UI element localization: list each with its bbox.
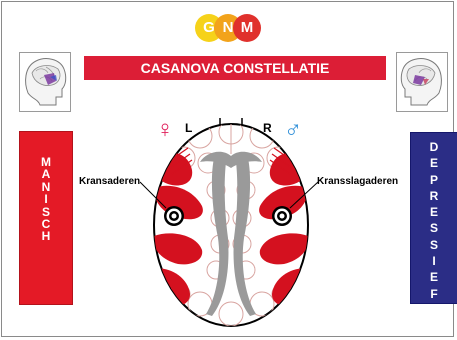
panel-letter: R xyxy=(429,188,439,203)
panel-letter: H xyxy=(41,229,51,244)
kransslagaderen-pointer xyxy=(289,181,319,209)
panel-letter: P xyxy=(429,172,438,187)
panel-letter: E xyxy=(429,156,438,171)
brain-image-right xyxy=(396,52,448,112)
right-side-label: R xyxy=(263,121,272,135)
panel-letter: N xyxy=(41,179,51,194)
brain-head-icon xyxy=(400,58,442,106)
kransaderen-pointer xyxy=(140,181,167,209)
panel-letter: I xyxy=(44,192,48,207)
male-symbol: ♂ xyxy=(284,116,302,143)
brain-head-icon xyxy=(25,58,67,106)
panel-letter: S xyxy=(41,204,50,219)
panel-letter: E xyxy=(429,270,438,285)
brain-image-left xyxy=(19,52,71,112)
right-target-icon xyxy=(272,206,292,226)
slide-title: CASANOVA CONSTELLATIE xyxy=(84,56,386,80)
panel-letter: F xyxy=(430,286,438,301)
panel-letter: E xyxy=(429,205,438,220)
kransslagaderen-label: Kransslagaderen xyxy=(317,176,399,187)
panel-letter: S xyxy=(429,221,438,236)
female-symbol: ♀ xyxy=(156,116,174,143)
panel-letter: S xyxy=(429,237,438,252)
panel-letter: A xyxy=(41,167,51,182)
panel-letter: I xyxy=(432,254,436,269)
panel-letter: C xyxy=(41,217,51,232)
logo-letter-m: M xyxy=(233,14,261,42)
left-target-icon xyxy=(164,206,184,226)
brain-section-diagram xyxy=(140,118,319,327)
panel-letter: M xyxy=(41,155,51,169)
kransaderen-label: Kransaderen xyxy=(79,176,141,187)
gnm-logo: G N M xyxy=(195,14,261,42)
left-side-label: L xyxy=(185,121,193,135)
panel-letter: D xyxy=(429,140,439,154)
